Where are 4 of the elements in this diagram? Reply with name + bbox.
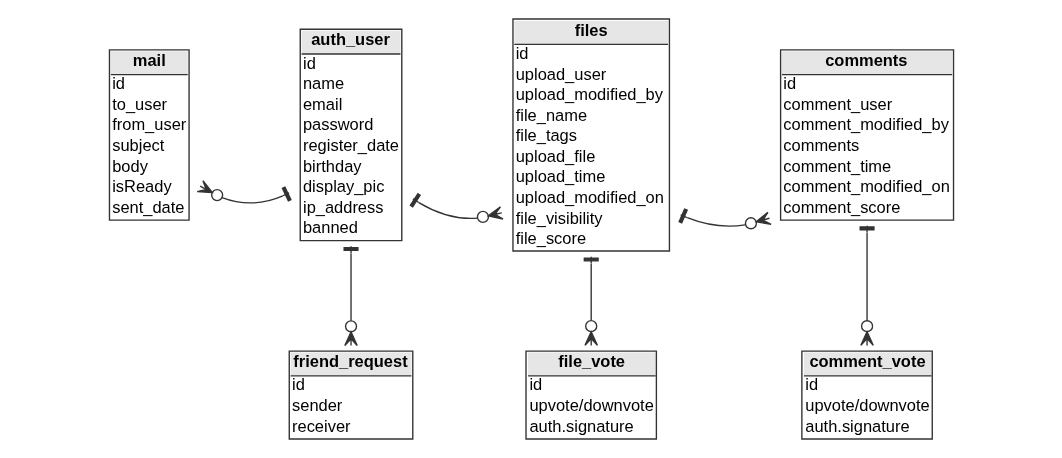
connector	[408, 192, 504, 224]
connector	[196, 180, 292, 204]
connector	[342, 245, 359, 347]
connector	[677, 208, 772, 230]
